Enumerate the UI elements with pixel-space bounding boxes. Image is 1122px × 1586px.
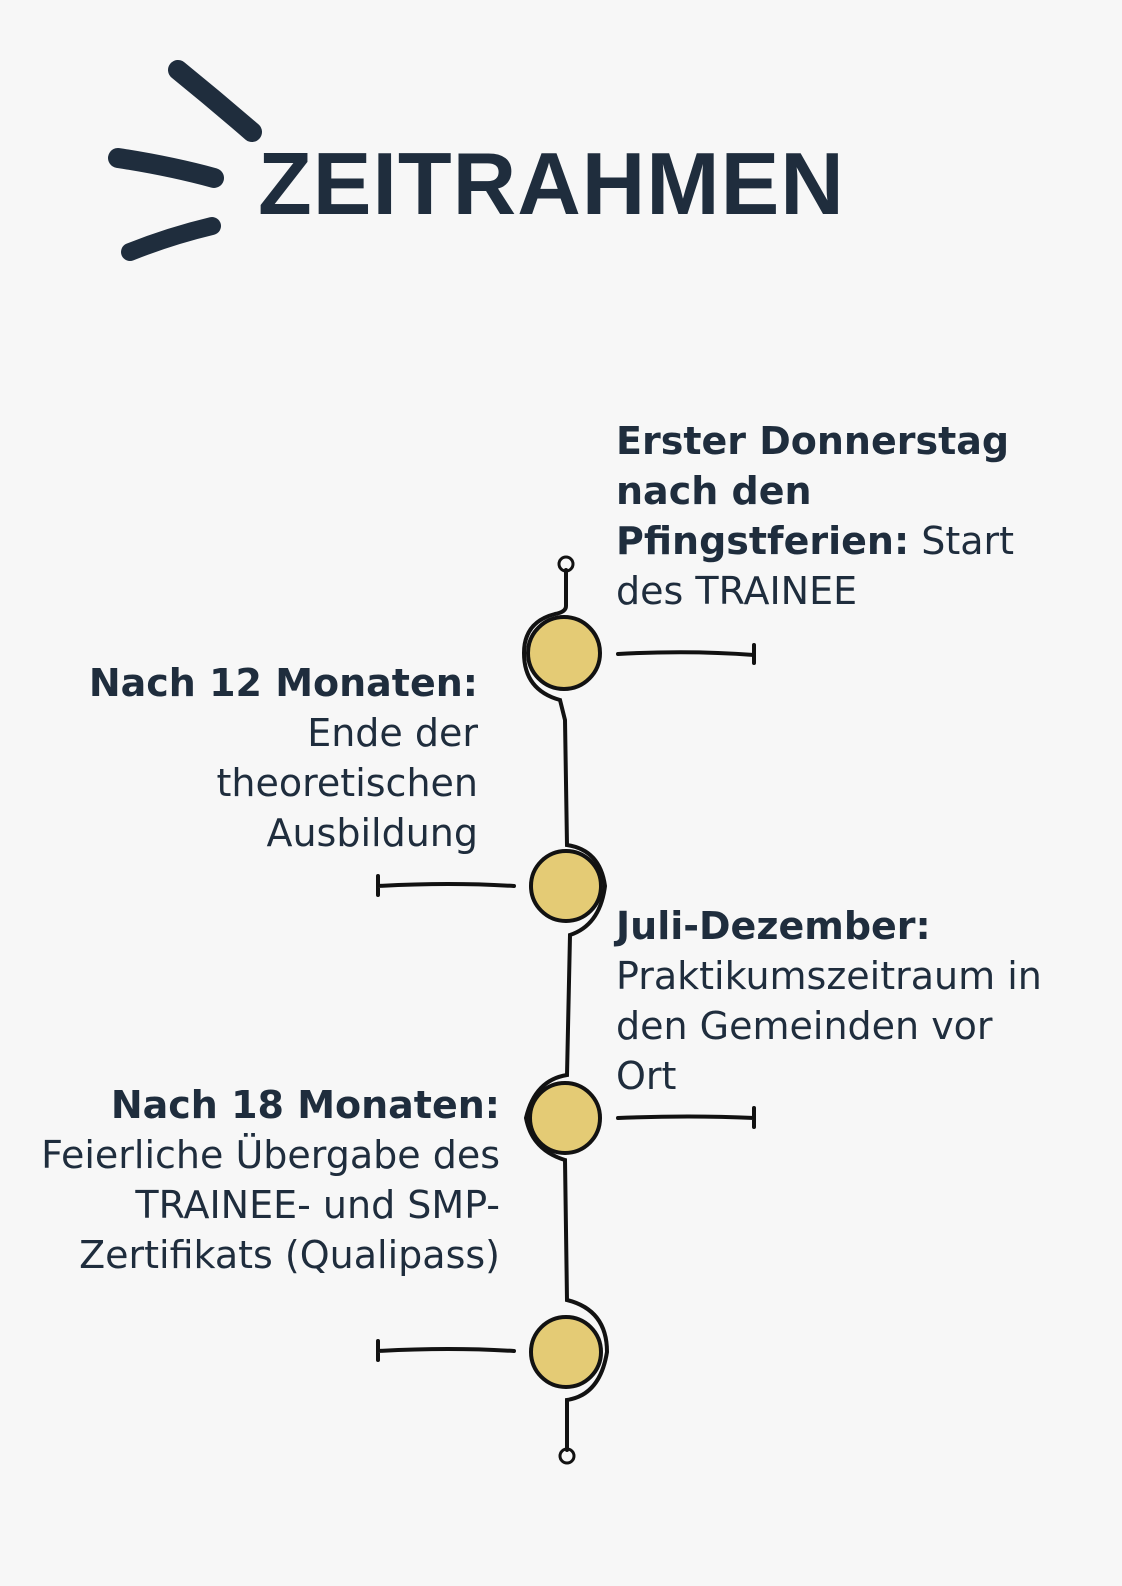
event-label: Nach 18 Monaten: bbox=[110, 1083, 500, 1127]
burst-icon bbox=[108, 60, 262, 261]
event-label: Juli-Dezember: bbox=[616, 904, 931, 948]
event-text: Start des TRAINEE bbox=[616, 519, 1015, 613]
event-1: Erster Donnerstag nach den Pfingstferien… bbox=[616, 416, 1076, 616]
marker-3 bbox=[528, 1081, 602, 1155]
marker-2 bbox=[529, 849, 603, 923]
event-2: Nach 12 Monaten: Ende der theoretischen A… bbox=[40, 658, 478, 858]
event-text: Ende der theoretischen Ausbildung bbox=[216, 711, 478, 855]
page-title: ZEITRAHMEN bbox=[258, 134, 845, 233]
event-4: Nach 18 Monaten: Feierliche Übergabe des … bbox=[40, 1080, 500, 1280]
event-text: Feierliche Übergabe des TRAINEE- und SMP… bbox=[41, 1133, 500, 1277]
marker-1 bbox=[526, 615, 602, 691]
event-text: Praktikumszeitraum in den Gemeinden vor … bbox=[616, 954, 1042, 1098]
event-3: Juli-Dezember: Praktikumszeitraum in den … bbox=[616, 901, 1056, 1101]
timeline bbox=[376, 555, 756, 1465]
timeline-markers bbox=[526, 615, 603, 1389]
event-label: Nach 12 Monaten: bbox=[88, 661, 478, 705]
marker-4 bbox=[529, 1315, 603, 1389]
event-label: Erster Donnerstag nach den Pfingstferien… bbox=[616, 419, 1010, 563]
